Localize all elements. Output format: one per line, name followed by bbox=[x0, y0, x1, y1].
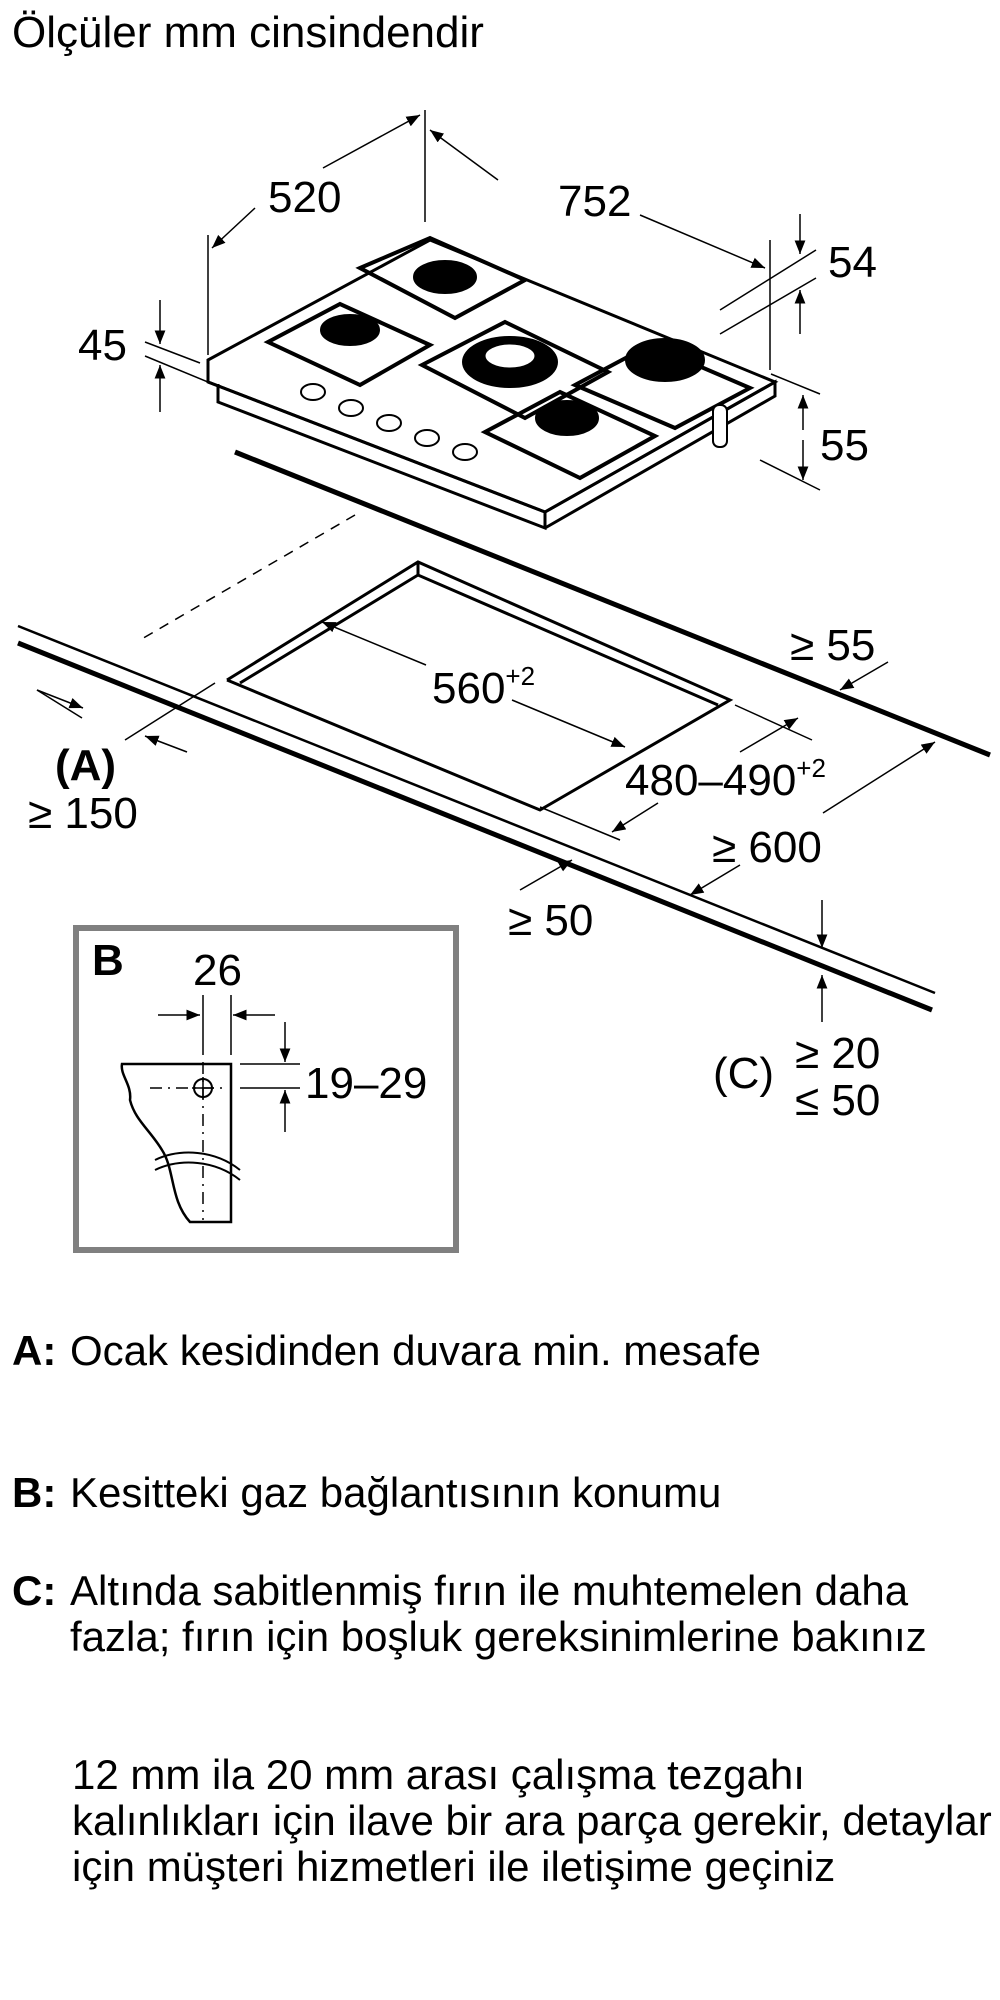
control-knobs bbox=[300, 383, 478, 461]
burner-front-right bbox=[480, 389, 660, 481]
dim-gas-height: 55 bbox=[820, 421, 869, 470]
legend-item-c: C: Altında sabitlenmiş fırın ile muhtemel… bbox=[12, 1568, 930, 1660]
burner-front-left bbox=[263, 301, 435, 388]
legend-item-a: A: Ocak kesidinden duvara min. mesafe bbox=[12, 1328, 970, 1374]
legend-key: A: bbox=[12, 1327, 57, 1374]
dim-cutout-depth: 480–490 bbox=[625, 756, 796, 805]
burner-rear-left bbox=[355, 235, 530, 321]
svg-text:480–490+2: 480–490+2 bbox=[625, 753, 826, 805]
page-title: Ölçüler mm cinsindendir bbox=[12, 8, 484, 57]
legend-text: Ocak kesidinden duvara min. mesafe bbox=[70, 1327, 762, 1374]
legend-key: B: bbox=[12, 1469, 57, 1516]
detail-b-offset-x: 26 bbox=[193, 946, 242, 995]
burner-center-wok bbox=[417, 319, 613, 421]
dim-worktop-depth: ≥ 600 bbox=[712, 823, 822, 872]
label-c: (C) bbox=[713, 1049, 774, 1098]
legend-item-b: B: Kesitteki gaz bağlantısının konumu bbox=[12, 1470, 970, 1516]
burner-rear-right bbox=[570, 338, 755, 431]
svg-text:560+2: 560+2 bbox=[432, 661, 535, 713]
dim-width: 752 bbox=[558, 177, 631, 226]
worktop-illustration bbox=[17, 449, 991, 1013]
detail-b-offset-y: 19–29 bbox=[305, 1059, 427, 1108]
installation-drawing: 520 752 45 54 55 560+2 480–490+2 ≥ 55 ≥ … bbox=[17, 110, 991, 1253]
label-a: (A) bbox=[55, 741, 116, 790]
legend-key: C: bbox=[12, 1567, 57, 1614]
dim-cutout-depth-tol: +2 bbox=[796, 753, 826, 783]
dim-thickness-min: ≥ 20 bbox=[795, 1029, 880, 1078]
worktop-thickness-note: 12 mm ila 20 mm arası çalışma tezgahı ka… bbox=[72, 1751, 992, 1890]
dim-front-distance: ≥ 50 bbox=[508, 896, 593, 945]
dim-back-distance: ≥ 55 bbox=[790, 621, 875, 670]
dim-height-front: 45 bbox=[78, 321, 127, 370]
detail-b-label: B bbox=[92, 936, 124, 985]
dim-height-back: 54 bbox=[828, 238, 877, 287]
gas-connection bbox=[712, 404, 728, 448]
hob-illustration bbox=[206, 235, 779, 531]
dim-wall-distance: ≥ 150 bbox=[28, 789, 138, 838]
detail-b-box: B 26 19–29 bbox=[73, 925, 459, 1253]
dim-depth: 520 bbox=[268, 173, 341, 222]
legend-text: Kesitteki gaz bağlantısının konumu bbox=[70, 1469, 722, 1516]
dim-cutout-width-tol: +2 bbox=[505, 661, 535, 691]
legend-text: Altında sabitlenmiş fırın ile muhtemelen… bbox=[70, 1567, 927, 1660]
dim-thickness-max: ≤ 50 bbox=[795, 1076, 880, 1125]
dim-cutout-width: 560 bbox=[432, 664, 505, 713]
